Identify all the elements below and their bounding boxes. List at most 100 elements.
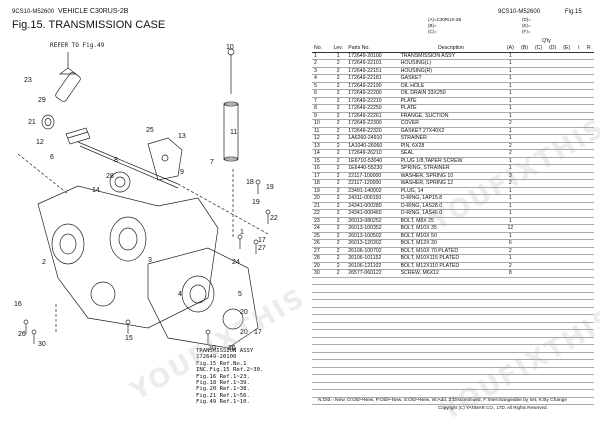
- cell-empty: [531, 299, 546, 308]
- cell-empty: [573, 134, 584, 143]
- cell-lev: 2: [330, 127, 347, 135]
- cell-empty: [545, 149, 560, 158]
- cell-lev: 2: [330, 187, 347, 195]
- cell-qty-a: 1: [503, 97, 518, 105]
- cell-parts-no: 172649-22151: [346, 67, 399, 75]
- cell-empty: [517, 157, 532, 165]
- cell-empty: [545, 187, 560, 195]
- cell-empty: [583, 74, 594, 83]
- cell-empty: [573, 322, 584, 330]
- cell-empty: [346, 277, 399, 285]
- cell-lev: 2: [330, 239, 347, 248]
- cell-empty: [573, 187, 584, 195]
- cell-no: 30: [312, 269, 331, 278]
- cell-empty: [559, 389, 574, 398]
- cell-empty: [583, 97, 594, 105]
- cell-qty-a: 2: [503, 142, 518, 150]
- cell-empty: [346, 397, 399, 405]
- cell-parts-no: 172649-22261: [346, 112, 399, 120]
- table-row-empty: [312, 299, 594, 308]
- cell-qty-a: 1: [503, 134, 518, 143]
- cell-empty: [545, 299, 560, 308]
- cell-empty: [517, 217, 532, 225]
- cell-empty: [545, 59, 560, 68]
- cell-empty: [531, 82, 546, 90]
- callout-26b: 26: [228, 345, 236, 352]
- cell-empty: [503, 329, 518, 338]
- cell-empty: [330, 284, 347, 293]
- cell-empty: [517, 104, 532, 113]
- cell-empty: [545, 142, 560, 150]
- cell-qty-a: 1: [503, 217, 518, 225]
- cell-empty: [517, 322, 532, 330]
- assy-note: TRANSMISSION ASSY 172649-20100 Fig.15 Re…: [196, 348, 263, 406]
- cell-empty: [346, 337, 399, 345]
- callout-8: 8: [114, 157, 118, 164]
- cell-description: COVER: [398, 119, 504, 128]
- cell-empty: [583, 127, 594, 135]
- cell-empty: [531, 134, 546, 143]
- cell-lev: 2: [330, 202, 347, 210]
- cell-empty: [545, 269, 560, 278]
- cell-empty: [583, 292, 594, 300]
- cell-empty: [346, 389, 399, 398]
- cell-empty: [531, 97, 546, 105]
- cell-qty-a: 1: [503, 59, 518, 68]
- cell-empty: [559, 344, 574, 353]
- cell-empty: [573, 149, 584, 158]
- cell-qty-a: 6: [503, 239, 518, 248]
- cell-empty: [545, 359, 560, 368]
- cell-parts-no: 24311-000150: [346, 194, 399, 203]
- cell-empty: [330, 277, 347, 285]
- cell-empty: [517, 134, 532, 143]
- assy-note-line: Fig.15 Ref.No.1: [196, 360, 247, 367]
- cell-qty-a: 1: [503, 232, 518, 240]
- cell-parts-no: 26106-101152: [346, 254, 399, 263]
- cell-description: BOLT, M10X 50: [398, 232, 504, 240]
- cell-empty: [583, 247, 594, 255]
- refer-label: REFER TO Fig.49: [50, 42, 105, 49]
- cell-empty: [531, 52, 546, 60]
- cell-no: 13: [312, 142, 331, 150]
- cell-empty: [312, 382, 331, 390]
- table-row-empty: [312, 307, 594, 315]
- cell-empty: [583, 337, 594, 345]
- cell-empty: [559, 82, 574, 90]
- cell-empty: [559, 352, 574, 360]
- cell-description: HOUSING(R): [398, 67, 504, 75]
- cell-empty: [583, 134, 594, 143]
- cell-description: BOLT, M12X 30: [398, 239, 504, 248]
- cell-empty: [531, 112, 546, 120]
- cell-empty: [573, 142, 584, 150]
- callout-28: 28: [106, 173, 114, 180]
- cell-qty-a: 2: [503, 247, 518, 255]
- assy-note-line: Fig.21 Ref.1~56.: [196, 392, 250, 399]
- cell-no: 2: [312, 59, 331, 68]
- cell-empty: [545, 329, 560, 338]
- cell-parts-no: 26013-100502: [346, 232, 399, 240]
- cell-empty: [573, 367, 584, 375]
- cell-empty: [398, 344, 504, 353]
- cell-empty: [545, 179, 560, 188]
- callout-12: 12: [36, 139, 44, 146]
- cell-empty: [573, 164, 584, 173]
- cell-empty: [312, 299, 331, 308]
- cell-empty: [545, 307, 560, 315]
- cell-empty: [559, 157, 574, 165]
- cell-empty: [531, 67, 546, 75]
- cell-no: 12: [312, 134, 331, 143]
- cell-empty: [573, 397, 584, 405]
- cell-description: WASHER, SPRING 12: [398, 179, 504, 188]
- cell-empty: [559, 97, 574, 105]
- callout-6: 6: [50, 154, 54, 161]
- cell-qty-a: 1: [503, 164, 518, 173]
- cell-empty: [517, 314, 532, 323]
- callout-1: 1: [240, 229, 244, 236]
- cell-empty: [573, 97, 584, 105]
- cell-empty: [398, 382, 504, 390]
